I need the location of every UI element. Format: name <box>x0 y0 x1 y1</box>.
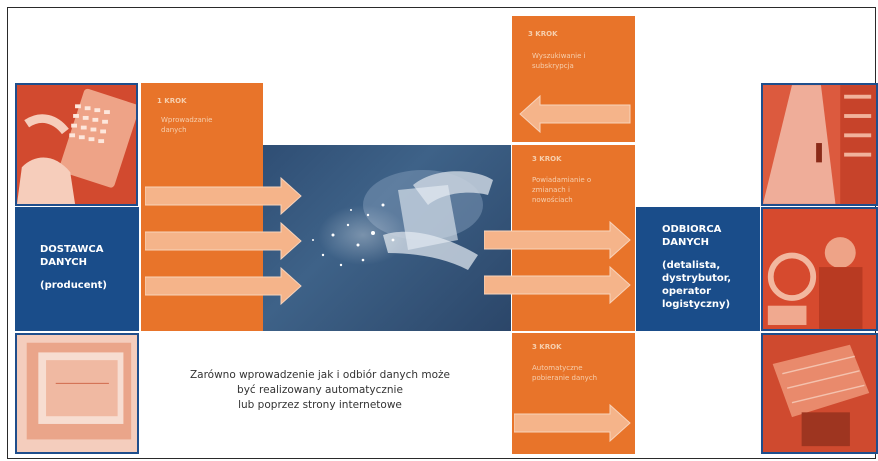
step3b-label: 3 KROK <box>532 155 562 163</box>
recipient-title-line2: DANYCH <box>662 237 710 248</box>
supplier-title-line1: DOSTAWCA <box>40 244 104 255</box>
step1-label: 1 KROK <box>157 97 187 105</box>
supplier-box: DOSTAWCA DANYCH (producent) <box>15 207 139 331</box>
caption-line1: Zarówno wprowadzenie jak i odbiór danych… <box>189 369 451 381</box>
arrow-right-icon <box>514 403 631 443</box>
recipient-details-line1: (detalista, <box>662 260 721 271</box>
supplier-title-line2: DANYCH <box>40 257 88 268</box>
caption-line2: być realizowany automatycznie <box>237 384 403 396</box>
step3c-title: Automatyczne pobieranie danych <box>532 364 598 382</box>
recipient-title-line1: ODBIORCA <box>662 224 722 235</box>
step3b-title: Powiadamianie o zmianach i nowościach <box>532 176 592 204</box>
arrow-left-icon <box>519 94 631 134</box>
store-aisle-photo <box>761 83 878 206</box>
recipient-box: ODBIORCA DANYCH (detalista, dystrybutor,… <box>636 207 760 331</box>
step3-panel-search: 3 KROK Wyszukiwanie i subskrypcja <box>512 16 635 142</box>
arrow-right-icon <box>484 265 631 305</box>
caption: Zarówno wprowadzenie jak i odbiór danych… <box>160 368 480 413</box>
arrow-right-icon <box>145 176 302 216</box>
logistics-photo <box>761 333 878 454</box>
step3-panel-download: 3 KROK Automatyczne pobieranie danych <box>512 333 635 454</box>
recipient-details-line3: operator <box>662 286 712 297</box>
supplier-subtitle: (producent) <box>40 280 107 291</box>
recipient-details-line2: dystrybutor, <box>662 273 732 284</box>
step3a-label: 3 KROK <box>528 30 558 38</box>
arrow-right-icon <box>145 221 302 261</box>
recipient-details-line4: logistyczny) <box>662 299 731 310</box>
step3a-title: Wyszukiwanie i subskrypcja <box>532 52 586 70</box>
arrows-left <box>145 176 302 306</box>
arrows-right <box>484 220 631 305</box>
step3c-label: 3 KROK <box>532 343 562 351</box>
data-transfer-image <box>263 145 511 331</box>
caption-line3: lub poprzez strony internetowe <box>238 399 402 411</box>
worker-photo <box>761 207 878 331</box>
screen-photo <box>15 333 139 454</box>
arrow-right-icon <box>145 266 302 306</box>
arrow-right-icon <box>484 220 631 260</box>
keyboard-photo <box>15 83 138 206</box>
step1-title: Wprowadzanie danych <box>161 116 213 134</box>
